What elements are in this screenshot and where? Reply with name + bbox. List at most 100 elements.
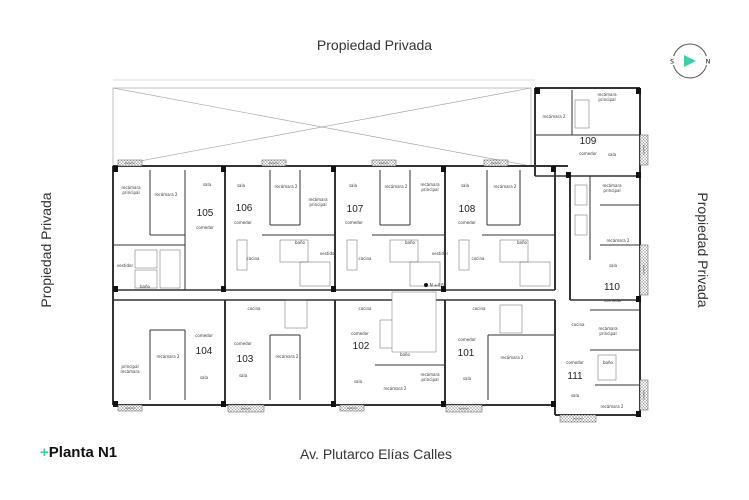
balcony — [117, 159, 143, 167]
room-label-recamara: recámara — [121, 185, 141, 190]
unit-107: 107 — [347, 204, 364, 215]
room-label-recamara: recámara — [597, 92, 617, 97]
room-label-recamara: recámara — [598, 326, 618, 331]
room-label-recamara: recámara — [120, 369, 140, 374]
room-label-cocina: cocina — [359, 306, 372, 311]
balcony-label: balcón — [125, 406, 135, 410]
room-label-principal: principal — [598, 97, 615, 102]
room-label-recamara2: recámara 2 — [157, 354, 180, 359]
room-label-recamara2: recámara 2 — [276, 354, 299, 359]
room-label-principal: principal — [421, 187, 438, 192]
balcony — [483, 159, 509, 167]
room-label-bano: baño — [517, 240, 528, 245]
unit-102: 102 — [353, 341, 370, 352]
room-label-cocina: cocina — [572, 322, 585, 327]
fixture — [389, 239, 419, 263]
room-label-sala: sala — [203, 182, 212, 187]
balcony-label: balcón — [642, 390, 646, 400]
room-label-vestidor: vestidor — [117, 263, 134, 268]
unit-111: 111 — [567, 371, 583, 382]
column — [566, 172, 571, 178]
balcony-label: balcón — [347, 406, 357, 410]
room-label-bano: baño — [400, 352, 411, 357]
column — [113, 166, 118, 172]
room-label-recamara2: recámara 2 — [385, 184, 408, 189]
balcony-label: balcón — [573, 417, 583, 421]
column — [221, 166, 226, 172]
room-label-cocina: cocina — [248, 306, 261, 311]
room-label-comedor: comedor — [234, 341, 252, 346]
plus-icon: + — [40, 444, 49, 461]
room-label-comedor: comedor — [579, 151, 597, 156]
room-label-sala: sala — [349, 183, 358, 188]
room-label-cocina: cocina — [472, 256, 485, 261]
room-label-recamara: recámara — [420, 182, 440, 187]
room-label-recamara: recámara — [602, 183, 622, 188]
room-label-cocina: cocina — [247, 256, 260, 261]
column — [331, 401, 336, 407]
room-label-sala: sala — [463, 376, 472, 381]
balcony-label: balcón — [379, 161, 389, 165]
compass-icon: S N — [669, 43, 711, 79]
balcony-label: balcón — [642, 265, 646, 275]
room-label-comedor: comedor — [234, 220, 252, 225]
room-label-cocina: cocina — [359, 256, 372, 261]
room-label-comedor: comedor — [345, 220, 363, 225]
room-label-principal: principal — [599, 331, 616, 336]
fixture — [458, 239, 470, 271]
balcony — [639, 134, 649, 166]
unit-110: 110 — [604, 282, 620, 293]
room-label-bano: baño — [140, 284, 151, 289]
unit-105: 105 — [197, 208, 214, 219]
balcony-label: balcón — [269, 161, 279, 165]
unit-103: 103 — [237, 354, 254, 365]
room-label-sala: sala — [354, 379, 363, 384]
column — [221, 286, 226, 292]
fixture — [284, 299, 308, 329]
columns — [113, 88, 641, 417]
fixture — [236, 239, 248, 271]
street-label: Av. Plutarco Elías Calles — [300, 446, 452, 462]
balcony — [261, 159, 287, 167]
stairs — [391, 291, 437, 353]
room-label-comedor: comedor — [195, 333, 213, 338]
room-label-sala: sala — [608, 152, 617, 157]
balcony-label: balcón — [241, 407, 251, 411]
unit-108: 108 — [459, 204, 476, 215]
column — [331, 166, 336, 172]
room-label-recamara2: recámara 2 — [155, 192, 178, 197]
room-label-sala: sala — [239, 373, 248, 378]
balcony — [339, 404, 365, 412]
column — [113, 286, 118, 292]
compass-south: S — [670, 59, 674, 66]
fixture — [279, 239, 309, 263]
balcony-label: balcón — [491, 161, 501, 165]
balcony — [445, 404, 483, 413]
plan-title: +Planta N1 — [40, 444, 117, 461]
fixture — [159, 249, 181, 289]
room-label-principal: principal — [121, 364, 138, 369]
room-label-recamara2: recámara 2 — [501, 355, 524, 360]
unit-101: 101 — [458, 348, 475, 359]
fixture — [574, 99, 590, 129]
room-label-comedor: comedor — [604, 298, 622, 303]
balcony — [117, 404, 143, 412]
room-label-bano: baño — [295, 240, 306, 245]
boundary-label-top: Propiedad Privada — [316, 37, 433, 53]
room-label-sala: sala — [237, 183, 246, 188]
room-label-sala: sala — [461, 183, 470, 188]
balcony — [371, 159, 397, 167]
room-label-bano: baño — [603, 360, 614, 365]
fixture — [134, 249, 158, 269]
room-label-recamara2: recámara 2 — [601, 404, 624, 409]
room-label-comedor: comedor — [196, 225, 214, 230]
balcony-label: balcón — [125, 161, 135, 165]
column — [331, 286, 336, 292]
balcony — [639, 244, 649, 296]
column — [636, 296, 641, 302]
room-label-recamara2: recámara 2 — [494, 184, 517, 189]
fixture — [346, 239, 358, 271]
room-label-comedor: comedor — [458, 220, 476, 225]
